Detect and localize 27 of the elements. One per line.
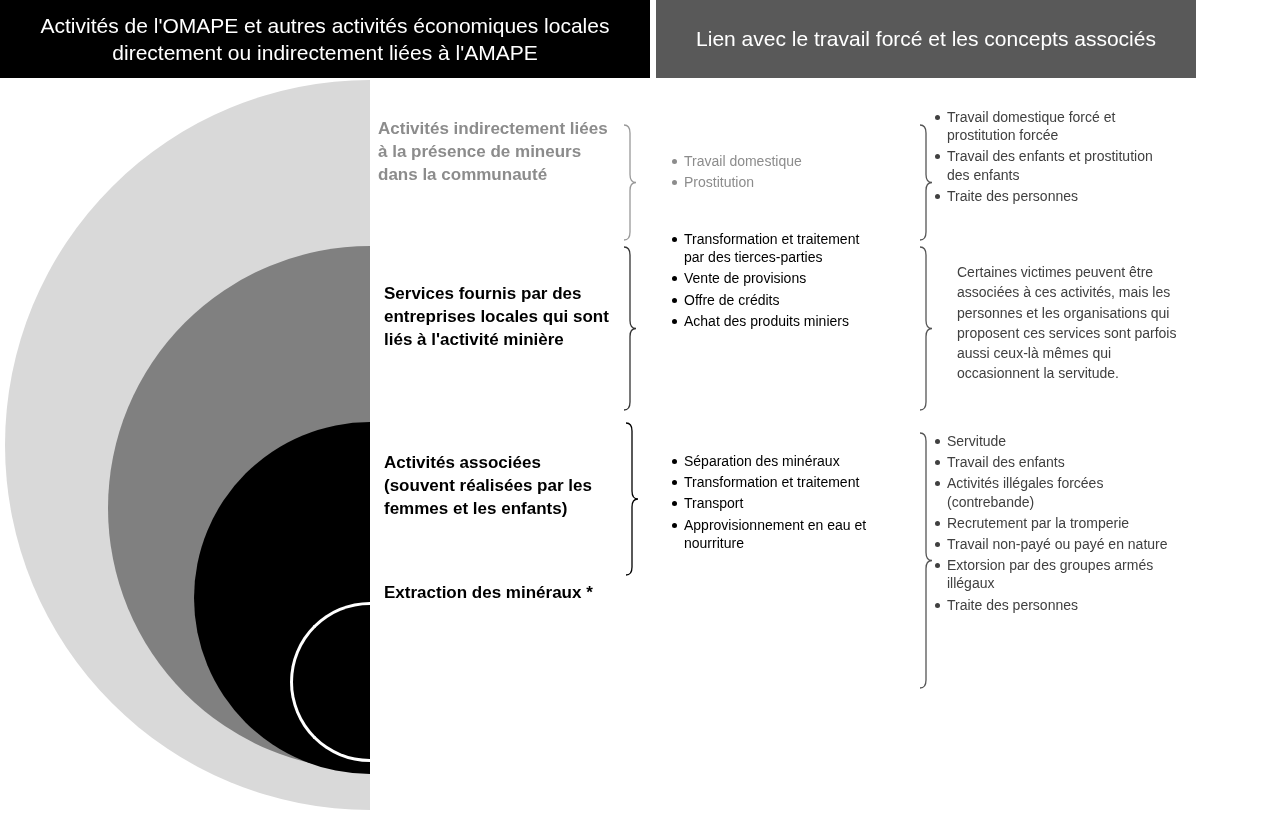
- list-item-text: Transformation et traitement par des tierces-parties: [684, 231, 860, 266]
- list-item-text: Offre de crédits: [684, 291, 780, 308]
- list-item-text: Traite des personnes: [947, 596, 1078, 613]
- list-item-text: Servitude: [947, 433, 1007, 449]
- band-label: Extraction des minéraux *: [384, 582, 594, 604]
- band-label: Services fournis par des entreprises locales qui sont liés à l'activité minière: [384, 283, 609, 351]
- list-item-text: Travail domestique: [684, 153, 802, 169]
- header-banner: Lien avec le travail forcé et les concepts associés: [656, 0, 1196, 78]
- band-label: Activités associées (souvent réalisées par les femmes et les enfants): [384, 452, 593, 520]
- note-paragraph: Certaines victimes peuvent être associées à ces activités, mais les personnes et les organisations qui proposent ces services sont parfois aussi ceux-là mêmes qui occasionnent la servitude.: [957, 263, 1178, 384]
- list-item-text: Séparation des minéraux: [684, 453, 840, 469]
- band-label: Activités indirectement liées à la présence de mineurs dans la communauté: [378, 118, 608, 186]
- list-item-text: Travail des enfants et prostitution des enfants: [947, 148, 1153, 183]
- list-item-text: Transformation et traitement: [684, 474, 860, 491]
- header-banner: Activités de l'OMAPE et autres activités économiques locales directement ou indirectement liées à l'AMAPE: [0, 0, 650, 78]
- list-item-text: Travail non-payé ou payé en nature: [947, 535, 1168, 552]
- list-item-text: Activités illégales forcées (contrebande): [947, 475, 1104, 510]
- list-item-text: Traite des personnes: [947, 187, 1078, 204]
- list-item-text: Transport: [684, 495, 744, 512]
- list-item-text: Travail des enfants: [947, 454, 1065, 471]
- list-item-text: Achat des produits miniers: [684, 312, 849, 329]
- list-item-text: Travail domestique forcé et prostitution forcée: [947, 109, 1116, 144]
- list-item-text: Approvisionnement en eau et nourriture: [684, 516, 867, 551]
- list-item-text: Recrutement par la tromperie: [947, 514, 1130, 531]
- list-item-text: Vente de provisions: [684, 270, 807, 287]
- list-item-text: Prostitution: [684, 174, 755, 191]
- list-item-text: Extorsion par des groupes armés illégaux: [947, 557, 1154, 592]
